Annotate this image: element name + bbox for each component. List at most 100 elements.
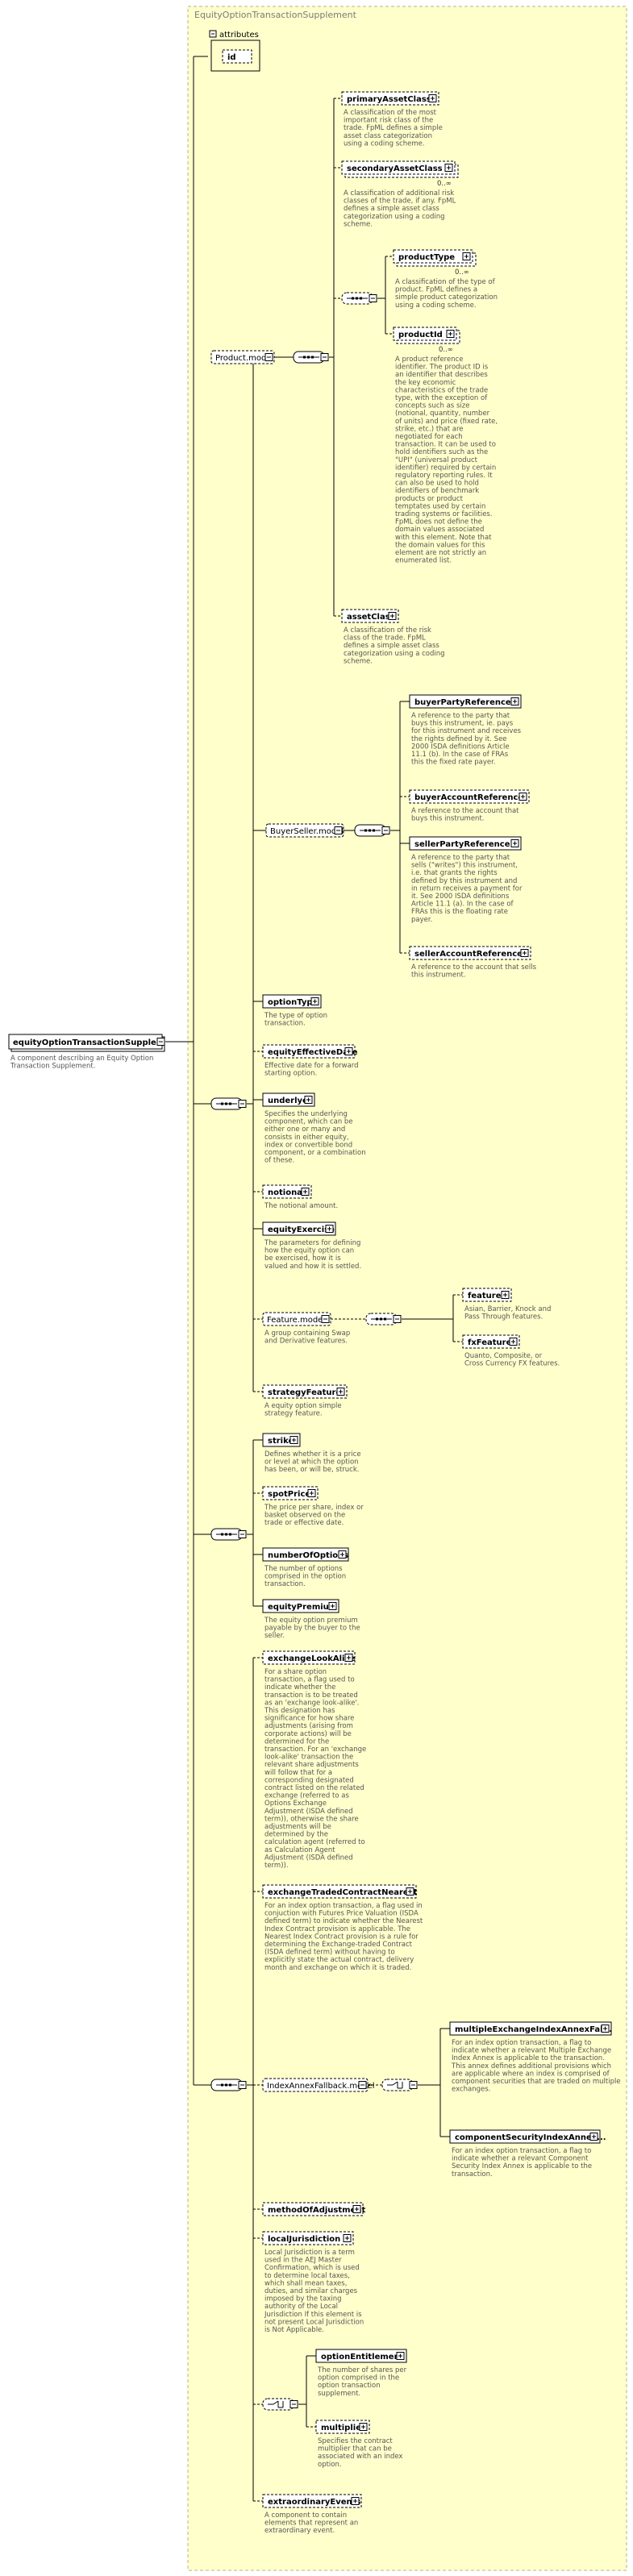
spot-price-box[interactable] [262,1486,319,1500]
seller-account-reference-label: sellerAccountReference [414,950,523,959]
number-of-options-label: numberOfOptions [268,1551,348,1560]
exchange-look-alike-box[interactable] [262,1650,356,1665]
equity-exercise-label: equityExercise [268,1226,335,1234]
multiple-exchange-index-annex-fallback-label: multipleExchangeIndexAnnexFal... [455,2025,612,2034]
multiplier-box[interactable] [315,2420,370,2434]
connector-lines [165,56,463,2502]
primary-asset-class-box[interactable] [341,91,439,106]
buyer-party-reference-box[interactable] [409,694,522,709]
sequence-buyer-seller-dot [373,829,375,832]
product-id-occurrence: 0..∞ [439,346,453,354]
method-of-adjustment-box[interactable] [262,2202,364,2216]
method-of-adjustment-label: methodOfAdjustment [268,2206,365,2215]
buyer-party-reference-label: buyerPartyReference [414,698,511,707]
option-entitlement-box[interactable] [315,2349,407,2363]
sequence-main-2-dot [229,1533,231,1536]
product-type-box[interactable] [393,249,473,264]
sequence-product-dot [307,356,310,359]
seller-account-reference-box[interactable] [409,946,531,960]
local-jurisdiction-box[interactable] [262,2231,354,2245]
strategy-feature-label: strategyFeature [268,1388,341,1397]
feature-box[interactable] [462,1288,512,1302]
multiple-exchange-index-annex-fallback-doc: For an index option transaction, a flag … [451,2039,621,2094]
attributes-container [210,40,260,72]
secondary-asset-class-box[interactable] [341,160,456,175]
option-type-box[interactable] [262,994,322,1009]
sequence-feature-dot [376,1317,378,1321]
product-type-label: productType [398,253,455,262]
product-id-box[interactable] [393,327,457,341]
seller-party-reference-label: sellerPartyReference [414,840,510,849]
product-model-group-box[interactable] [210,350,275,364]
spot-price-label: spotPrice [268,1490,310,1499]
equity-exercise-box[interactable] [262,1221,336,1236]
sequence-main-3-dot [229,2083,231,2087]
index-annex-fallback-model-label: IndexAnnexFallback.model [267,2082,375,2091]
index-annex-fallback-model-group-box[interactable] [262,2078,369,2092]
seller-party-reference-box[interactable] [409,836,522,851]
notional-doc: The notional amount. [264,1202,338,1210]
exchange-traded-contract-nearest-box[interactable] [262,1884,417,1899]
equity-premium-box[interactable] [262,1599,339,1613]
id-attribute-box[interactable] [222,49,252,64]
diagram-title: EquityOptionTransactionSupplement [194,10,357,20]
product-id-label: productId [398,331,443,339]
sequence-main-2-dot [221,1533,223,1536]
sequence-product-type-dot [356,297,358,300]
sequence-feature-dot [384,1317,386,1321]
root-element-label: equityOptionTransactionSupple... [13,1038,165,1047]
buyer-seller-model-group-box[interactable] [265,823,344,838]
asset-class-box[interactable] [341,609,399,623]
component-security-index-annex-fallback-label: componentSecurityIndexAnnex... [455,2133,606,2142]
feature-label: feature [468,1292,502,1300]
underlyer-box[interactable] [262,1092,315,1107]
component-security-index-annex-fallback-doc: For an index option transaction, a flag … [452,2147,592,2179]
equity-effective-date-label: equityEffectiveDate [268,1048,358,1057]
option-type-label: optionType [268,998,319,1007]
sequence-buyer-seller-dot [369,829,371,832]
feature-model-group-box[interactable] [262,1312,331,1326]
buyer-account-reference-box[interactable] [409,789,530,804]
multiple-exchange-index-annex-fallback-box[interactable] [449,2021,612,2036]
buyer-account-reference-label: buyerAccountReference [414,793,523,802]
feature-model-label: Feature.model [267,1316,325,1325]
sequence-feature-dot [380,1317,382,1321]
equity-effective-date-box[interactable] [262,1044,356,1059]
extraordinary-events-box[interactable] [262,2494,362,2508]
underlyer-label: underlyer [268,1097,312,1105]
attributes-label: attributes [219,31,259,40]
strategy-feature-box[interactable] [262,1384,348,1399]
notional-box[interactable] [262,1184,312,1199]
component-security-index-annex-fallback-box[interactable] [449,2129,601,2144]
sequence-main-1-dot [225,1102,227,1105]
fx-feature-box[interactable] [462,1334,520,1349]
exchange-traded-contract-nearest-doc: For an index option transaction, a flag … [264,1902,423,1972]
local-jurisdiction-label: localJurisdiction [268,2235,340,2244]
exchange-look-alike-label: exchangeLookAlike [268,1654,356,1663]
number-of-options-box[interactable] [262,1547,349,1562]
sequence-buyer-seller-dot [364,829,367,832]
node-layer: equityOptionTransactionSupple... A compon… [8,30,621,2535]
option-entitlement-label: optionEntitlement [321,2353,404,2362]
